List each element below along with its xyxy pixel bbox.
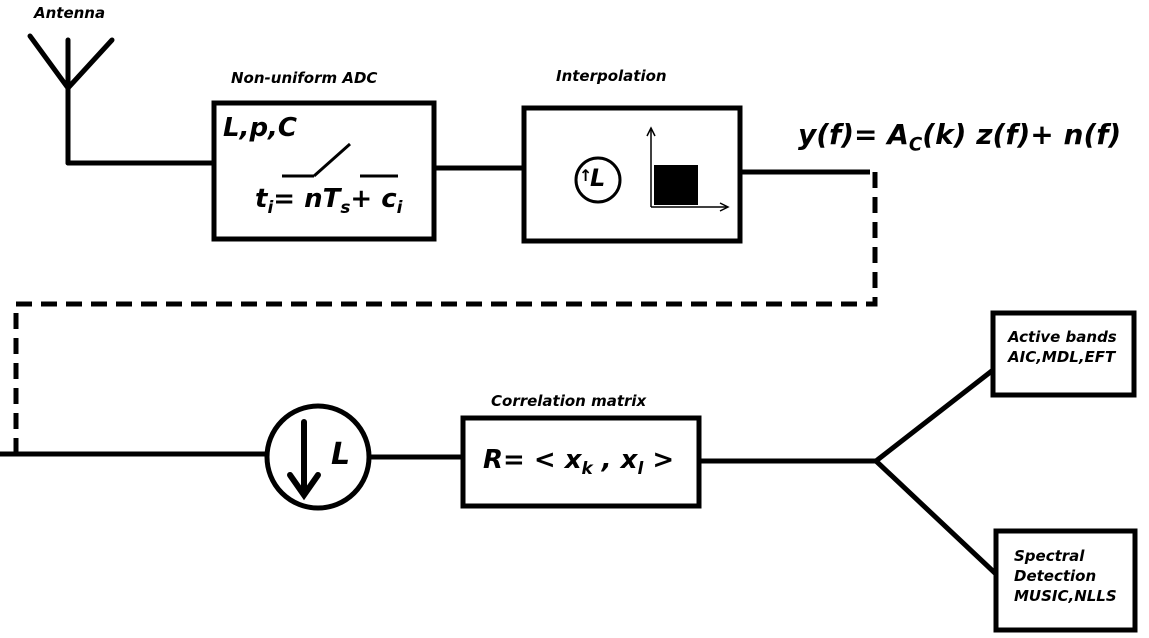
signal-rhs: (k) z(f)+ n(f) — [922, 118, 1122, 151]
corr-comma: , x — [592, 445, 638, 475]
antenna-label: Antenna — [34, 4, 106, 22]
nonuniform-adc-label: Non-uniform ADC — [231, 69, 378, 87]
branch-upper — [874, 368, 995, 463]
signal-lhs: y(f)= A — [798, 118, 909, 151]
upsample-circle-icon — [574, 156, 622, 204]
corr-sub-k: k — [581, 457, 593, 478]
spectral-line1: Spectral — [1014, 547, 1085, 565]
spectral-line2: Detection — [1014, 567, 1097, 585]
downsample-factor: L — [331, 437, 351, 472]
spectral-detection-text: Spectral Detection MUSIC,NLLS — [1014, 546, 1117, 606]
spectrum-plot-icon — [646, 126, 730, 212]
adc-sampling-equation: ti= nTs+ ci — [255, 186, 402, 216]
interpolation-box — [521, 105, 743, 244]
adc-params: L,p,C — [223, 113, 298, 143]
active-bands-line2: AIC,MDL,EFT — [1008, 348, 1116, 366]
interpolation-label: Interpolation — [556, 67, 667, 85]
corr-sub-l: l — [637, 457, 644, 478]
active-bands-line1: Active bands — [1008, 328, 1117, 346]
eq-plus: + c — [350, 184, 397, 214]
eq-sub-i2: i — [396, 196, 403, 217]
up-arrow-symbol: ↑ — [579, 166, 593, 185]
eq-t: t — [255, 184, 268, 214]
spectral-line3: MUSIC,NLLS — [1014, 587, 1117, 605]
corr-lhs: R= < x — [483, 445, 582, 475]
corr-rhs: > — [643, 445, 675, 475]
downsample-circle — [264, 403, 372, 511]
branch-lower — [874, 459, 998, 576]
spectral-detection-box — [993, 528, 1138, 633]
antenna-symbol — [27, 33, 217, 166]
correlation-equation: R= < xk , xl > — [483, 447, 674, 477]
eq-mid: = nT — [273, 184, 341, 214]
signal-model-equation: y(f)= AC(k) z(f)+ n(f) — [798, 121, 1121, 155]
spectrum-band-icon — [654, 165, 698, 205]
signal-sub: C — [908, 134, 923, 156]
active-bands-box — [990, 310, 1137, 398]
switch-icon — [282, 142, 398, 178]
down-arrow-icon — [287, 419, 321, 501]
correlation-matrix-label: Correlation matrix — [491, 392, 647, 410]
upsample-factor: L — [590, 164, 606, 192]
dashed-feedback-path — [13, 172, 878, 453]
eq-sub-s: s — [340, 196, 351, 217]
active-bands-text: Active bands AIC,MDL,EFT — [1008, 327, 1117, 367]
nonuniform-adc-box — [211, 100, 437, 242]
eq-sub-i: i — [267, 196, 274, 217]
